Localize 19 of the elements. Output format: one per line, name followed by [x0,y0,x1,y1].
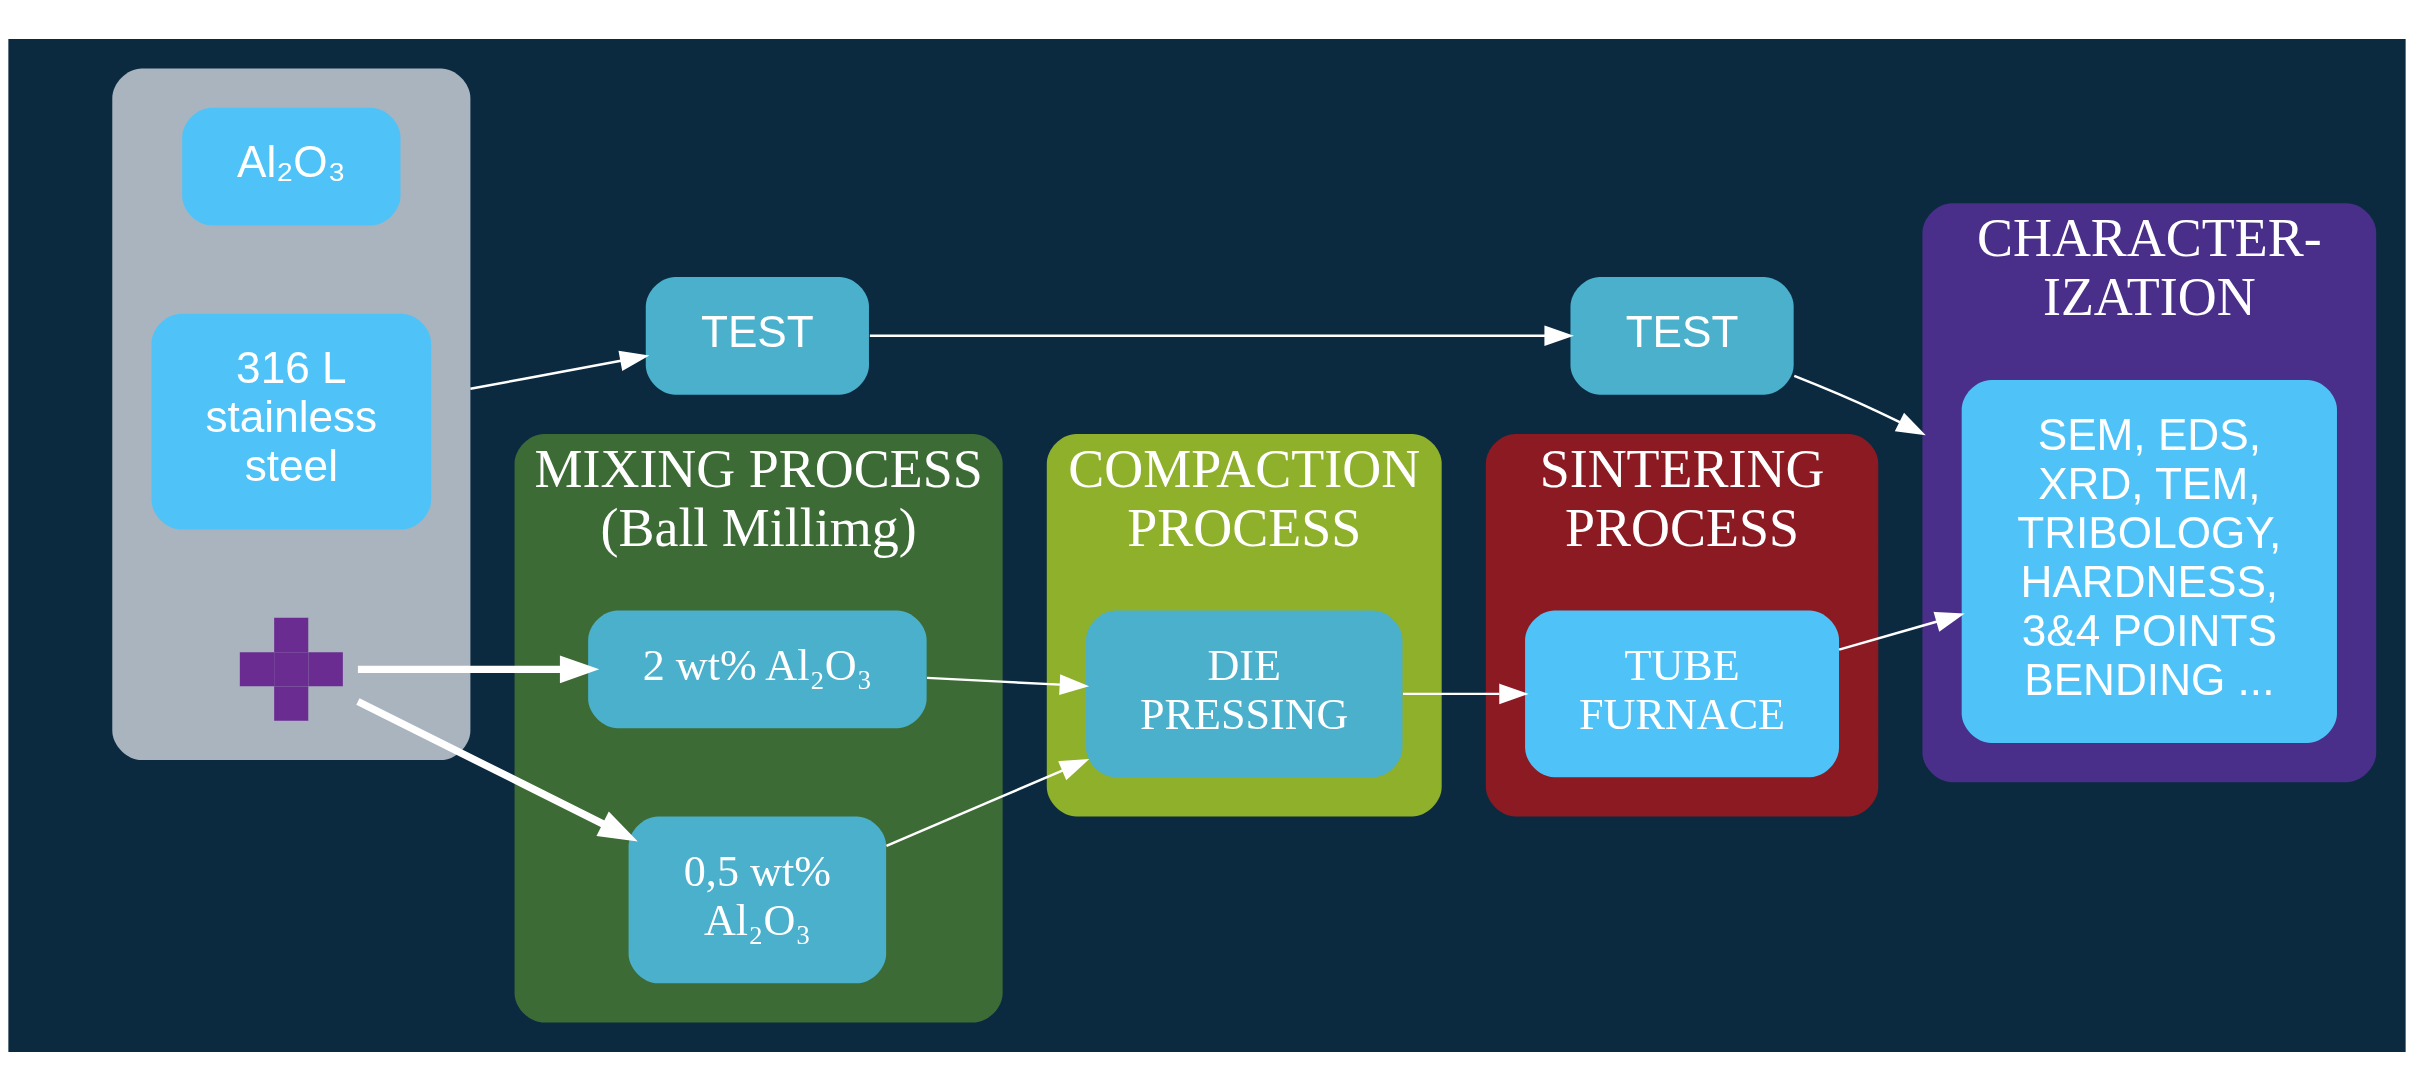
node-box: 316 L stainless steel [151,313,432,530]
arrow [1793,374,1926,435]
arrow [927,673,1090,695]
node-box: TEST [645,276,869,395]
arrow [357,655,600,683]
node-box: DIE PRESSING [1086,610,1403,777]
arrow [886,758,1090,847]
arrow [1838,611,1965,651]
node-box: SEM, EDS, XRD, TEM, TRIBOLOGY, HARDNESS, 3&4 POINTS BENDING ... [1961,379,2337,743]
node-box: TUBE FURNACE [1525,610,1840,777]
node-box: 0,5 wt% Al₂O₃ [628,816,887,983]
arrow [869,324,1574,346]
cluster [112,67,471,760]
arrow [356,697,638,841]
node-box: Al₂O₃ [182,107,401,225]
node-box: TEST [1570,276,1794,395]
arrow [470,350,650,390]
arrow [1403,683,1529,704]
node-box: 2 wt% Al₂O₃ [588,610,927,728]
